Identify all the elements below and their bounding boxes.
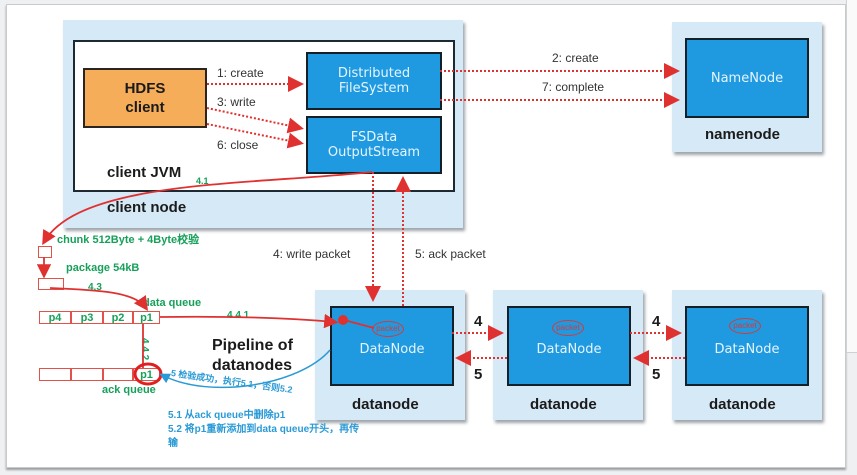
hdfs-client-line1: HDFS <box>124 80 166 97</box>
packet-marker-1: packet <box>372 321 404 337</box>
datanode-inner-box-1: DataNode <box>330 306 454 386</box>
fsdos-line1: FSData <box>350 130 398 145</box>
datanode-label-1: datanode <box>352 396 419 413</box>
arrow-4-4-1 <box>159 313 339 329</box>
step-2-label: 2: create <box>552 51 599 65</box>
data-queue-cell: p2 <box>103 311 133 324</box>
packet-marker-3: packet <box>729 318 761 334</box>
annotation-5-2-cont: 输 <box>168 438 178 449</box>
dn-step-4b: 4 <box>652 313 661 330</box>
packet-dot <box>338 315 348 325</box>
hdfs-client-box: HDFS client <box>83 68 207 128</box>
pipeline-label-line2: datanodes <box>212 357 293 374</box>
side-panel <box>846 0 857 353</box>
data-queue-cell: p3 <box>71 311 103 324</box>
annotation-4-4-1: 4.4.1 <box>227 310 250 321</box>
client-jvm-label: client JVM <box>107 164 182 181</box>
packet-link-1 <box>343 319 375 329</box>
chunk-box <box>38 246 52 258</box>
annotation-package: package 54kB <box>66 262 140 274</box>
dn-step-4a: 4 <box>474 313 483 330</box>
namenode-label: namenode <box>705 126 781 143</box>
client-node-label: client node <box>107 199 187 216</box>
step-4-label: 4: write packet <box>273 247 351 261</box>
datanode-inner-label-2: DataNode <box>536 341 602 357</box>
dn-step-5a: 5 <box>474 366 483 383</box>
fsdos-line2: OutputStream <box>327 145 421 160</box>
ack-p1-highlight <box>133 362 163 386</box>
data-queue-label: data queue <box>143 297 202 309</box>
step-3-label: 3: write <box>217 95 256 109</box>
arrow-3-write <box>206 107 304 134</box>
ack-queue-cell <box>39 368 71 381</box>
datanode-label-2: datanode <box>530 396 597 413</box>
step-7-label: 7: complete <box>542 80 605 94</box>
datanode-inner-label-1: DataNode <box>359 341 425 357</box>
arrow-4-1-curve <box>42 171 373 246</box>
dn-step-5b: 5 <box>652 366 661 383</box>
datanode-inner-label-3: DataNode <box>714 341 780 357</box>
data-queue-cell: p1 <box>133 311 160 324</box>
arrow-4-3-curve <box>49 287 149 311</box>
step-6-label: 6: close <box>217 138 259 152</box>
annotation-4-1: 4.1 <box>196 176 209 186</box>
step-1-label: 1: create <box>217 66 264 80</box>
annotation-4-3: 4.3 <box>88 282 102 293</box>
data-queue-cell: p4 <box>39 311 71 324</box>
arrow-6-close <box>206 123 304 149</box>
annotation-5-2: 5.2 将p1重新添加到data queue开头，再传 <box>168 424 360 435</box>
ack-queue-label: ack queue <box>102 384 156 396</box>
dfs-line1: Distributed <box>337 66 411 81</box>
annotation-5-1: 5.1 从ack queue中删除p1 <box>168 410 286 421</box>
hdfs-client-line2: client <box>125 99 165 116</box>
annotation-chunk: chunk 512Byte + 4Byte校验 <box>57 234 200 246</box>
pipeline-label: Pipeline of datanodes <box>212 336 293 376</box>
datanode-inner-box-2: DataNode <box>507 306 631 386</box>
annotation-4-4-2: 4.4.2 <box>139 338 150 361</box>
ack-queue-cell <box>103 368 133 381</box>
step-5-label: 5: ack packet <box>415 247 486 261</box>
datanode-label-3: datanode <box>709 396 776 413</box>
dfs-line2: FileSystem <box>338 81 410 96</box>
namenode-inner-label: NameNode <box>710 70 784 86</box>
pipeline-label-line1: Pipeline of <box>212 337 293 354</box>
ack-queue-cell <box>71 368 103 381</box>
packet-marker-2: packet <box>552 320 584 336</box>
namenode-inner-box: NameNode <box>685 38 809 118</box>
arrow-5-ack-check-curve <box>159 349 331 389</box>
ack-queue-cell: p1 <box>133 368 160 381</box>
